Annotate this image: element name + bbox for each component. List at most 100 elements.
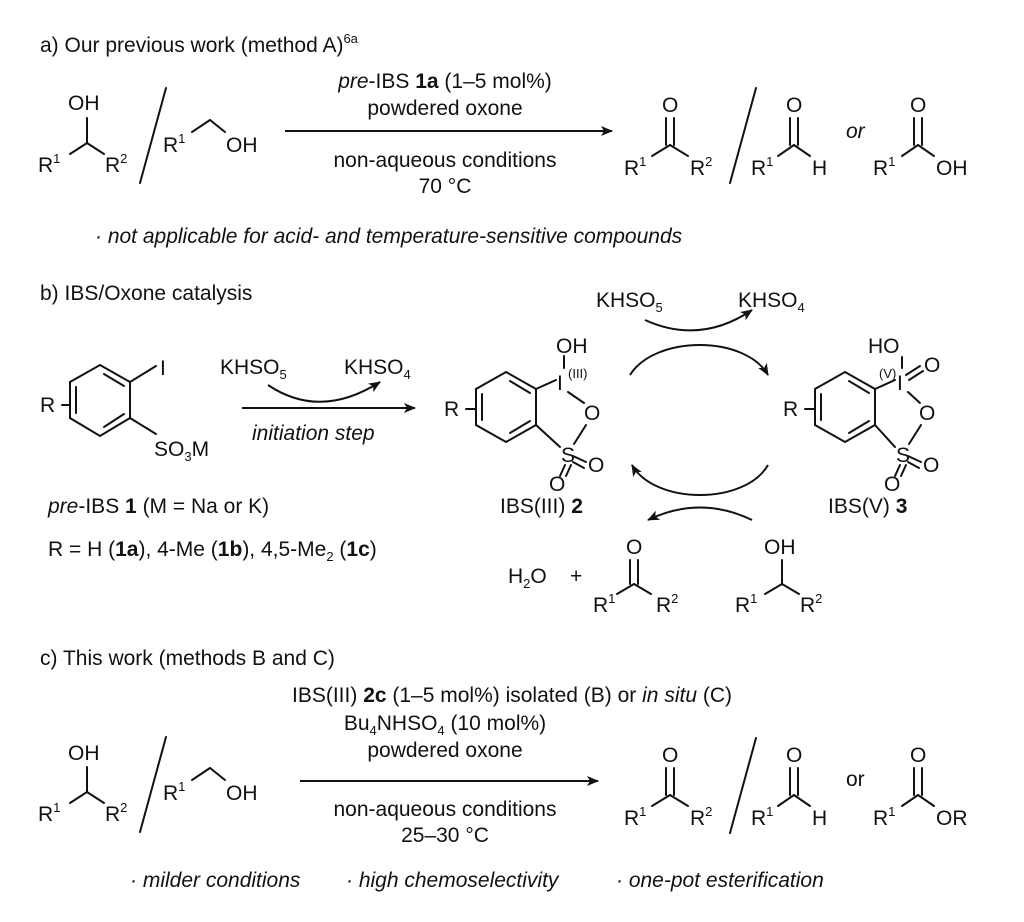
ibs-iii-label: IBS(III) 2 (500, 495, 583, 518)
o-label: O (626, 536, 642, 559)
acid-product-a: O R1 OH (873, 94, 968, 180)
primary-alcohol-c: R1 OH (163, 767, 258, 805)
r1-label: R1 (751, 804, 773, 830)
r1-label: R1 (873, 154, 895, 180)
oh-label: OH (226, 134, 258, 157)
section-b-title: b) IBS/Oxone catalysis (40, 282, 252, 305)
section-a: a) Our previous work (method A)6a OH R1 … (38, 31, 968, 248)
khso4-cycle-label: KHSO4 (738, 289, 805, 315)
section-c-title: c) This work (methods B and C) (40, 647, 335, 670)
o-label: O (919, 402, 935, 425)
secondary-alcohol-a: OH R1 R2 (38, 92, 127, 177)
khso5-cycle-label: KHSO5 (596, 289, 663, 315)
r1-label: R1 (624, 804, 646, 830)
oh-label: OH (68, 742, 100, 765)
or-label: OR (936, 807, 968, 830)
r1-label: R1 (163, 779, 185, 805)
plus-sign: + (570, 565, 582, 588)
condition-line-1: non-aqueous conditions (333, 149, 556, 172)
sulfur-label: S (896, 444, 910, 467)
oh-label: OH (226, 782, 258, 805)
r2-label: R2 (105, 151, 127, 177)
r-label: R (444, 398, 459, 421)
aldehyde-product-a: O R1 H (751, 94, 827, 180)
initiation-step-label: initiation step (252, 422, 375, 445)
oh-label: OH (936, 157, 968, 180)
section-a-title: a) Our previous work (method A)6a (40, 31, 359, 57)
o-label: O (584, 402, 600, 425)
r2-label: R2 (690, 154, 712, 180)
r-label: R (40, 394, 55, 417)
r1-label: R1 (624, 154, 646, 180)
r1-label: R1 (735, 591, 757, 617)
section-b: b) IBS/Oxone catalysis I SO3M R KHSO5 KH… (40, 282, 940, 617)
aldehyde-product-c: O R1 H (751, 744, 827, 830)
v-tag: (V) (879, 366, 896, 381)
o-label: O (923, 454, 939, 477)
h-label: H (812, 807, 827, 830)
o-label: O (910, 94, 926, 117)
note-c-1: · milder conditions (130, 869, 301, 892)
ester-product-c: O R1 OR (873, 744, 968, 830)
pre-ibs-label: pre-IBS 1 (M = Na or K) (47, 495, 269, 518)
slash-divider (139, 736, 167, 833)
alcohol-curved-arrow (647, 506, 753, 521)
ketone-product-a: O R1 R2 (624, 94, 712, 180)
o-label: O (786, 744, 802, 767)
oh-label: OH (556, 335, 588, 358)
iodine-label: I (557, 372, 563, 395)
r2-label: R2 (105, 800, 127, 826)
reagent-line-2: Bu4NHSO4 (10 mol%) (344, 712, 546, 738)
slash-divider (729, 737, 757, 834)
iodine-label: I (897, 372, 903, 395)
or-word: or (846, 120, 866, 143)
oh-label: OH (764, 536, 796, 559)
oh-label: OH (68, 92, 100, 115)
o-label: O (884, 473, 900, 496)
o-label: O (786, 94, 802, 117)
khso5-label: KHSO5 (220, 356, 287, 382)
reagent-line-1: pre-IBS 1a (1–5 mol%) (337, 70, 552, 93)
cycle-arrow-top (629, 344, 769, 376)
o-label: O (924, 354, 940, 377)
ibs-v-label: IBS(V) 3 (828, 495, 907, 518)
ibs-v-structure: (V) I HO O O S O O R (783, 335, 940, 496)
r1-label: R1 (751, 154, 773, 180)
r1-label: R1 (873, 804, 895, 830)
r-substituents: R = H (1a), 4-Me (1b), 4,5-Me2 (1c) (48, 538, 377, 564)
o-label: O (588, 454, 604, 477)
slash-divider (139, 87, 167, 184)
reagent-line-2: powdered oxone (367, 97, 522, 120)
condition-line-1: non-aqueous conditions (333, 798, 556, 821)
cycle-arrow-bottom (631, 464, 769, 496)
slash-divider (729, 87, 757, 184)
o-label: O (662, 744, 678, 767)
reagent-line-1: IBS(III) 2c (1–5 mol%) isolated (B) or i… (292, 684, 732, 707)
khso4-label: KHSO4 (344, 356, 411, 382)
r1-label: R1 (593, 591, 615, 617)
note-c-3: · one-pot esterification (616, 869, 824, 892)
ibs-iii-structure: I (III) OH O S O O R (444, 335, 604, 496)
r1-label: R1 (38, 800, 60, 826)
so3m-label: SO3M (154, 438, 209, 464)
ketone-cycle: O R1 R2 (593, 536, 678, 617)
primary-alcohol-a: R1 OH (163, 119, 258, 157)
condition-line-2: 25–30 °C (401, 824, 489, 847)
note-c-2: · high chemoselectivity (346, 869, 560, 892)
r1-label: R1 (163, 131, 185, 157)
secondary-alcohol-c: OH R1 R2 (38, 742, 127, 826)
or-word: or (846, 768, 865, 791)
oxone-curved-arrow (644, 309, 753, 332)
iodine-label: I (160, 357, 166, 380)
water-label: H2O (508, 565, 547, 591)
r2-label: R2 (800, 591, 822, 617)
section-c: c) This work (methods B and C) IBS(III) … (38, 647, 968, 892)
r2-label: R2 (656, 591, 678, 617)
pre-ibs-structure: I SO3M R (40, 357, 209, 464)
o-label: O (910, 744, 926, 767)
alcohol-cycle: OH R1 R2 (735, 536, 822, 617)
iii-tag: (III) (568, 366, 588, 381)
oxidant-curved-arrow (267, 381, 381, 403)
h-label: H (812, 157, 827, 180)
